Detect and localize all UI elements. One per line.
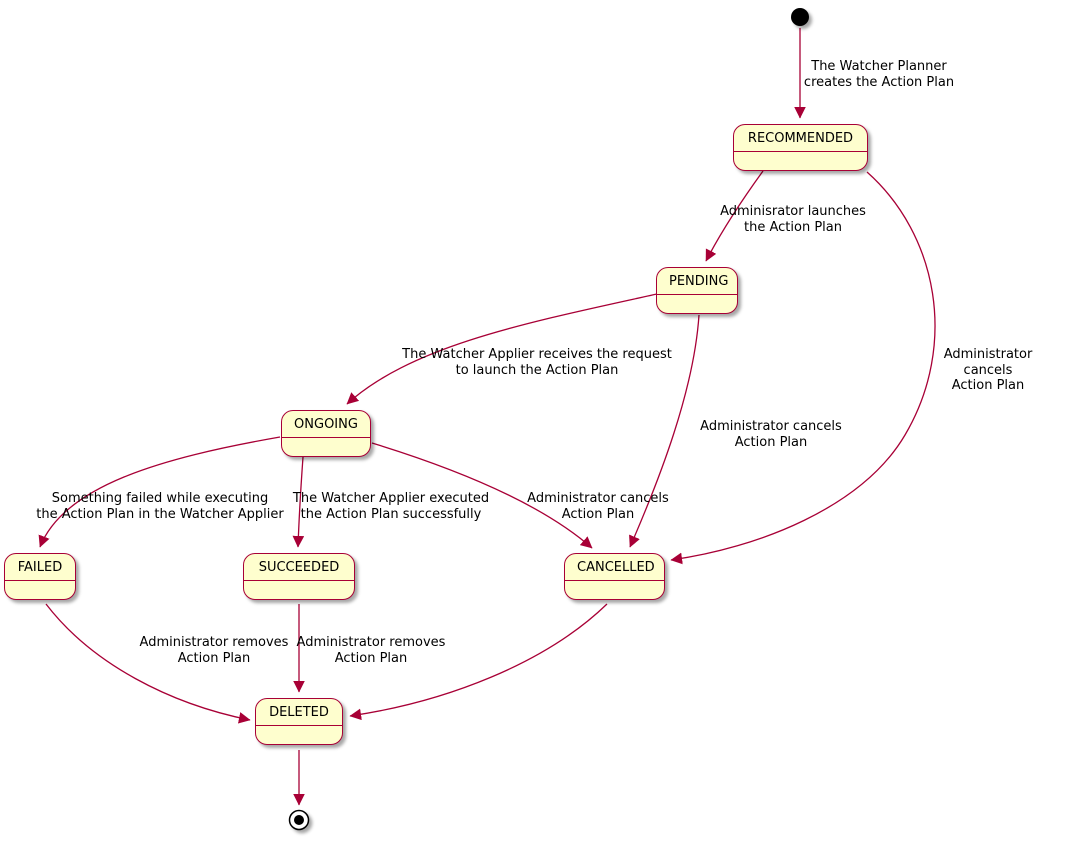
state-recommended: RECOMMENDED [733,124,868,171]
edge-ongoing-cancelled [371,442,593,549]
edge-label-succeeded-deleted: Administrator removes Action Plan [296,635,446,666]
initial-state-dot [791,8,809,26]
edge-cancelled-deleted [349,603,608,721]
state-failed: FAILED [4,553,76,600]
edge-label-pending-cancelled: Administrator cancels Action Plan [700,419,842,450]
state-label-ongoing: ONGOING [294,417,358,432]
state-body [282,438,370,456]
edge-label-start-recommended: The Watcher Planner creates the Action P… [803,59,955,90]
state-label-succeeded: SUCCEEDED [258,560,340,575]
state-cancelled: CANCELLED [564,553,665,600]
edge-recommended-cancelled [670,171,936,565]
state-label-deleted: DELETED [269,705,329,720]
state-divider [5,580,75,581]
edge-pending-ongoing [346,293,658,405]
edge-label-recommended-cancelled: Administrator cancels Action Plan [943,347,1033,393]
edge-failed-deleted [45,603,251,724]
state-body [244,581,354,599]
state-label-failed: FAILED [17,560,63,575]
state-divider [244,580,354,581]
state-divider [282,437,370,438]
state-divider [256,725,342,726]
edge-ongoing-failed [38,436,281,548]
state-body [734,152,867,170]
state-label-pending: PENDING [669,274,729,289]
state-ongoing: ONGOING [281,410,371,457]
state-succeeded: SUCCEEDED [243,553,355,600]
state-body [5,581,75,599]
state-pending: PENDING [656,267,738,314]
state-deleted: DELETED [255,698,343,745]
edge-label-ongoing-succeeded: The Watcher Applier executed the Action … [292,491,490,522]
state-label-cancelled: CANCELLED [577,560,655,575]
final-state-dot [288,809,310,831]
state-divider [657,294,737,295]
edge-label-recommended-pending: Adminisrator launches the Action Plan [720,204,866,235]
state-body [565,581,664,599]
state-divider [565,580,664,581]
edge-recommended-pending [705,170,764,262]
edge-label-ongoing-cancelled: Administrator cancels Action Plan [527,491,669,522]
edge-label-pending-ongoing: The Watcher Applier receives the request… [402,347,672,378]
state-body [657,295,737,313]
edge-ongoing-succeeded [292,456,305,548]
edge-label-failed-deleted: Administrator removes Action Plan [139,635,289,666]
edge-label-ongoing-failed: Something failed while executing the Act… [36,491,284,522]
edge-pending-cancelled [629,314,700,548]
state-divider [734,151,867,152]
state-label-recommended: RECOMMENDED [747,131,854,146]
state-body [256,726,342,744]
